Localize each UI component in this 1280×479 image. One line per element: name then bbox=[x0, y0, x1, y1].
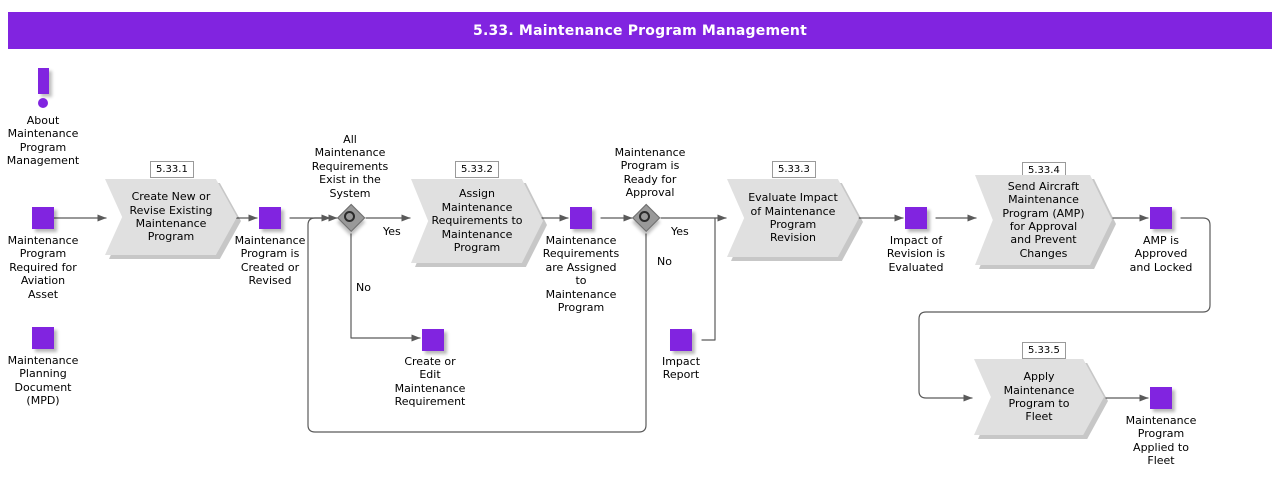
edge-impact-report-join bbox=[701, 217, 716, 341]
activity-5-33-3[interactable]: Evaluate Impact of Maintenance Program R… bbox=[727, 179, 859, 257]
data-object-amp-approved-label: AMP is Approved and Locked bbox=[1129, 234, 1193, 274]
gateway-ready-approval-caption: Maintenance Program is Ready for Approva… bbox=[614, 146, 686, 200]
gateway-ready-approval[interactable] bbox=[631, 203, 661, 233]
data-object-mr-assigned[interactable] bbox=[570, 207, 592, 229]
activity-badge-5-33-5: 5.33.5 bbox=[1022, 342, 1066, 359]
about-annotation-label: About Maintenance Program Management bbox=[6, 114, 80, 168]
edge-label-gw1-no: No bbox=[356, 281, 371, 294]
activity-badge-5-33-3: 5.33.3 bbox=[772, 161, 816, 178]
activity-5-33-5-label: Apply Maintenance Program to Fleet bbox=[1003, 370, 1075, 424]
data-object-mp-applied[interactable] bbox=[1150, 387, 1172, 409]
edge-label-gw2-yes: Yes bbox=[671, 225, 689, 238]
data-object-mp-applied-label: Maintenance Program Applied to Fleet bbox=[1125, 414, 1197, 468]
gateway-event-circle-icon bbox=[344, 211, 355, 222]
exclamation-icon bbox=[38, 68, 49, 94]
data-object-create-edit-mr-label: Create or Edit Maintenance Requirement bbox=[394, 355, 466, 409]
edge-label-gw1-yes: Yes bbox=[383, 225, 401, 238]
gateway-requirements-exist[interactable] bbox=[336, 203, 366, 233]
data-object-mp-created[interactable] bbox=[259, 207, 281, 229]
activity-badge-5-33-2: 5.33.2 bbox=[455, 161, 499, 178]
page-title: 5.33. Maintenance Program Management bbox=[8, 12, 1272, 49]
data-object-mp-required-label: Maintenance Program Required for Aviatio… bbox=[7, 234, 79, 301]
data-object-mp-created-label: Maintenance Program is Created or Revise… bbox=[234, 234, 306, 288]
data-object-impact-report[interactable] bbox=[670, 329, 692, 351]
activity-5-33-4-label: Send Aircraft Maintenance Program (AMP) … bbox=[1002, 179, 1085, 260]
data-object-amp-approved[interactable] bbox=[1150, 207, 1172, 229]
data-object-mp-required[interactable] bbox=[32, 207, 54, 229]
gateway-requirements-exist-caption: All Maintenance Requirements Exist in th… bbox=[311, 133, 389, 200]
activity-5-33-2[interactable]: Assign Maintenance Requirements to Maint… bbox=[411, 179, 543, 263]
exclamation-dot-icon bbox=[38, 98, 48, 108]
activity-5-33-5[interactable]: Apply Maintenance Program to Fleet bbox=[974, 359, 1104, 435]
data-object-impact-report-label: Impact Report bbox=[661, 355, 701, 382]
data-object-create-edit-mr[interactable] bbox=[422, 329, 444, 351]
data-object-mr-assigned-label: Maintenance Requirements are Assigned to… bbox=[542, 234, 620, 315]
data-object-mpd-label: Maintenance Planning Document (MPD) bbox=[7, 354, 79, 408]
activity-badge-5-33-1: 5.33.1 bbox=[150, 161, 194, 178]
activity-5-33-3-label: Evaluate Impact of Maintenance Program R… bbox=[748, 191, 838, 245]
data-object-impact-evaluated[interactable] bbox=[905, 207, 927, 229]
activity-5-33-1-label: Create New or Revise Existing Maintenanc… bbox=[129, 190, 213, 244]
activity-5-33-1[interactable]: Create New or Revise Existing Maintenanc… bbox=[105, 179, 237, 255]
activity-5-33-4[interactable]: Send Aircraft Maintenance Program (AMP) … bbox=[975, 175, 1112, 265]
data-object-impact-evaluated-label: Impact of Revision is Evaluated bbox=[886, 234, 946, 274]
data-object-mpd[interactable] bbox=[32, 327, 54, 349]
activity-5-33-2-label: Assign Maintenance Requirements to Maint… bbox=[431, 187, 523, 255]
gateway-event-circle-icon bbox=[639, 211, 650, 222]
edge-label-gw2-no: No bbox=[657, 255, 672, 268]
